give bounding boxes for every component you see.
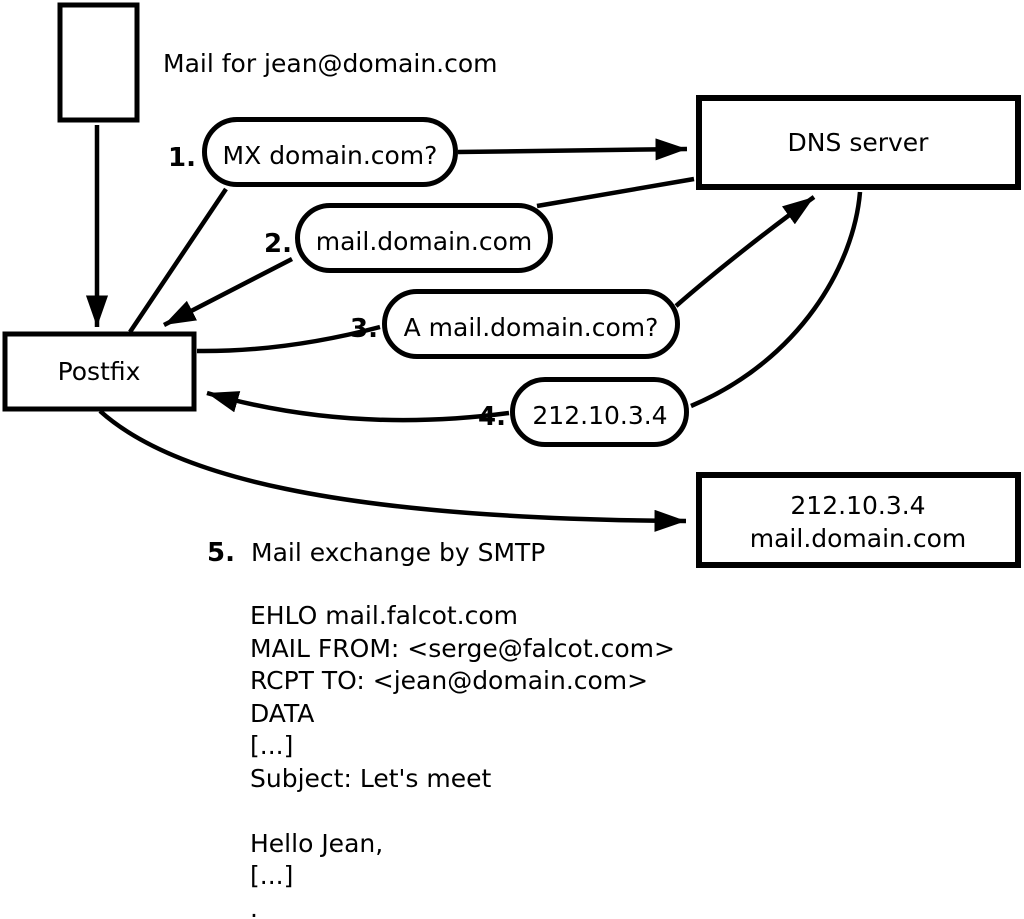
line-postfix-to-mx-query [128,187,228,334]
mail-server-node [696,472,1021,568]
line-dns-to-a-reply [690,191,863,409]
dns-server-label: DNS server [788,128,930,157]
a-reply-pill [510,377,689,447]
arrow-mx-reply-to-postfix [162,257,294,327]
diagram-labels: Mail for jean@domain.com Postfix DNS ser… [58,49,967,568]
diagram-nodes [2,2,1021,568]
diagram-title: Mail for jean@domain.com [163,49,498,78]
diagram-links [85,125,863,532]
a-query-label: A mail.domain.com? [404,313,659,342]
dns-server-node [696,95,1021,190]
arrow-mx-query-to-dns [457,138,688,161]
step-3-number: 3. [350,314,378,344]
postfix-label: Postfix [58,357,141,386]
arrow-a-reply-to-postfix [206,390,510,423]
mail-message-box [57,2,140,123]
line-dns-to-mx-reply [536,176,695,209]
step-2-number: 2. [264,229,292,259]
mx-reply-label: mail.domain.com [316,227,532,256]
arrow-a-query-to-dns [674,195,816,308]
step-5-number: 5. [207,538,235,568]
mail-server-host-label: mail.domain.com [750,524,966,553]
a-query-pill [382,289,680,359]
mx-query-pill [202,117,458,187]
postfix-node [2,331,197,412]
arrow-postfix-to-mail-server [98,409,687,532]
step-4-number: 4. [478,402,506,432]
mx-query-label: MX domain.com? [223,141,438,170]
a-reply-label: 212.10.3.4 [532,401,667,430]
smtp-session-transcript: EHLO mail.falcot.com MAIL FROM: <serge@f… [250,601,675,919]
mail-server-ip-label: 212.10.3.4 [790,491,925,520]
step-1-number: 1. [168,143,196,173]
mx-reply-pill [295,203,553,273]
line-postfix-to-a-query [196,324,381,354]
step-5-label: Mail exchange by SMTP [251,538,545,567]
